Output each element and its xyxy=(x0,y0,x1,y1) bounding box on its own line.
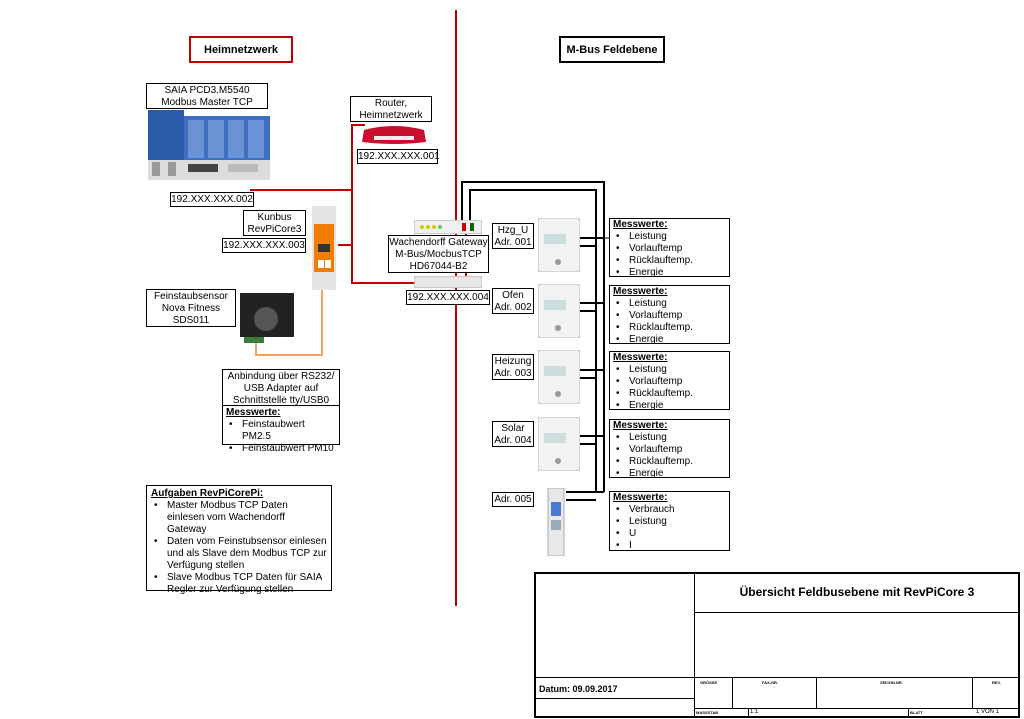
router-ip: 192.XXX.XXX.001 xyxy=(357,149,440,164)
list-item: Vorlauftemp xyxy=(616,444,726,456)
list-item: Leistung xyxy=(616,298,726,310)
meter-label-5: Adr. 005 xyxy=(492,492,534,507)
list-item: Slave Modbus TCP Daten für SAIA Regler z… xyxy=(154,572,327,596)
title-block: Übersicht Feldbusebene mit RevPiCore 3 D… xyxy=(534,572,1020,718)
value-blatt: 1 VON 1 xyxy=(976,709,1000,715)
sensor-type: Feinstaubsensor xyxy=(154,291,228,302)
sensor-brand: Nova Fitness xyxy=(161,303,221,314)
kunbus-ip: 192.XXX.XXX.003 xyxy=(222,238,306,253)
router-name: Router, xyxy=(374,98,408,109)
list-item: Energie xyxy=(616,468,726,480)
gateway-device-image xyxy=(413,219,483,235)
drawing-date: Datum: 09.09.2017 xyxy=(539,684,618,694)
kunbus-brand: Kunbus xyxy=(257,212,292,223)
sensor-label: Feinstaubsensor Nova Fitness SDS011 xyxy=(146,289,236,327)
rs232-messwerte: Messwerte: Feinstaubwert PM2.5 Feinstaub… xyxy=(222,405,340,455)
messwerte-box-2: Messwerte: Leistung Vorlauftemp Rücklauf… xyxy=(609,285,730,346)
rs232-label: Anbindung über RS232/ USB Adapter auf Sc… xyxy=(222,369,340,407)
mbus-wire-a xyxy=(461,181,605,492)
list-item: I xyxy=(616,540,726,552)
router-image xyxy=(360,124,428,146)
drawing-title: Übersicht Feldbusebene mit RevPiCore 3 xyxy=(739,585,975,599)
revpi-image xyxy=(310,206,338,290)
gateway-model: HD67044-B2 xyxy=(409,261,468,272)
list-item: Rücklauftemp. xyxy=(616,388,726,400)
list-item: Feinstaubwert PM2.5 xyxy=(229,419,336,443)
rs232-line-1: Anbindung über RS232/ xyxy=(227,371,335,382)
heat-meter-icon xyxy=(537,217,581,273)
sensor-image xyxy=(238,293,296,345)
messwerte-box-1: Messwerte: Leistung Vorlauftemp Rücklauf… xyxy=(609,218,730,279)
list-item: Vorlauftemp xyxy=(616,243,726,255)
label-groesse: GRÖSSE xyxy=(700,680,718,685)
list-item: Vorlauftemp xyxy=(616,376,726,388)
router-label: Router, Heimnetzwerk xyxy=(350,96,432,122)
list-item: Energie xyxy=(616,400,726,412)
saia-plc-image xyxy=(148,110,270,180)
list-item: Rücklauftemp. xyxy=(616,255,726,267)
tasks-box: Aufgaben RevPiCorePi: Master Modbus TCP … xyxy=(146,485,332,595)
list-item: Feinstaubwert PM10 xyxy=(229,443,336,455)
tasks-title: Aufgaben RevPiCorePi: xyxy=(151,488,264,499)
gateway-terminals-icon xyxy=(413,275,483,289)
saia-name: SAIA PCD3.M5540 xyxy=(164,85,250,96)
kunbus-label: Kunbus RevPiCore3 xyxy=(243,210,306,236)
list-item: Daten vom Feinstubsensor einlesen und al… xyxy=(154,536,327,572)
list-item: Rücklauftemp. xyxy=(616,456,726,468)
list-item: U xyxy=(616,528,726,540)
mbus-wire-b xyxy=(469,189,597,492)
saia-role: Modbus Master TCP xyxy=(161,97,253,108)
label-zeichnr: ZEICHN.NR. xyxy=(880,680,903,685)
heat-meter-icon xyxy=(537,349,581,405)
list-item: Master Modbus TCP Daten einlesen vom Wac… xyxy=(154,500,327,536)
list-item: Leistung xyxy=(616,516,726,528)
label-faxnr: FAX-NR. xyxy=(762,680,778,685)
network-wire-saia-router xyxy=(250,124,365,191)
messwerte-box-5: Messwerte: Verbrauch Leistung U I xyxy=(609,491,730,552)
list-item: Leistung xyxy=(616,432,726,444)
gateway-name: Wachendorff Gateway xyxy=(389,237,488,248)
section-title-heimnetzwerk: Heimnetzwerk xyxy=(189,36,293,63)
electricity-meter-icon xyxy=(546,487,566,557)
gateway-ip: 192.XXX.XXX.004 xyxy=(406,290,490,305)
rs232-line-3: Schnittstelle tty/USB0 xyxy=(232,395,330,406)
saia-ip: 192.XXX.XXX.002 xyxy=(170,192,254,207)
kunbus-model: RevPiCore3 xyxy=(247,224,302,235)
rs232-line-2: USB Adapter auf xyxy=(243,383,319,394)
list-item: Vorlauftemp xyxy=(616,310,726,322)
label-massstab: MASSSTAB xyxy=(696,710,719,715)
sensor-model: SDS011 xyxy=(172,315,210,326)
value-massstab: 1:1 xyxy=(750,709,759,715)
gateway-protocol: M-Bus/MocbusTCP xyxy=(395,249,482,260)
rs232-messwerte-title: Messwerte: xyxy=(226,407,281,418)
messwerte-box-3: Messwerte: Leistung Vorlauftemp Rücklauf… xyxy=(609,351,730,412)
router-network: Heimnetzwerk xyxy=(359,110,423,121)
section-title-mbus: M-Bus Feldebene xyxy=(559,36,665,63)
list-item: Energie xyxy=(616,334,726,346)
label-rev: REV. xyxy=(992,680,1001,685)
saia-label: SAIA PCD3.M5540 Modbus Master TCP xyxy=(146,83,268,109)
list-item: Verbrauch xyxy=(616,504,726,516)
list-item: Energie xyxy=(616,267,726,279)
serial-wire-sensor xyxy=(255,290,323,356)
heat-meter-icon xyxy=(537,283,581,339)
gateway-label: Wachendorff Gateway M-Bus/MocbusTCP HD67… xyxy=(388,235,489,273)
messwerte-box-4: Messwerte: Leistung Vorlauftemp Rücklauf… xyxy=(609,419,730,480)
list-item: Leistung xyxy=(616,231,726,243)
list-item: Leistung xyxy=(616,364,726,376)
label-blatt: BLATT xyxy=(910,710,923,715)
list-item: Rücklauftemp. xyxy=(616,322,726,334)
heat-meter-icon xyxy=(537,416,581,472)
